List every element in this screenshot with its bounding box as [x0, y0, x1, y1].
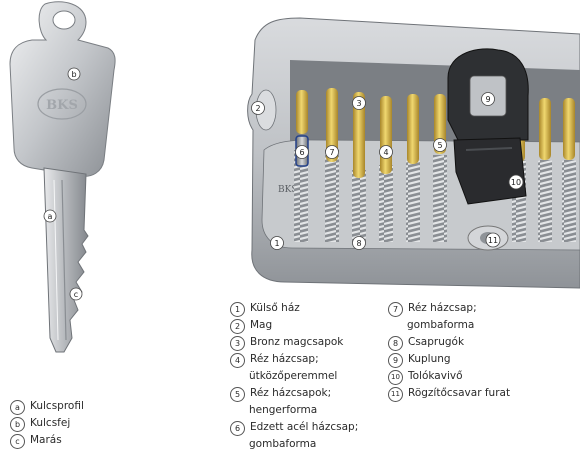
legend-item-b: b Kulcsfej: [10, 415, 84, 432]
legend-item-1: 1 Külső ház: [230, 300, 358, 317]
legend-text: Kulcsfej: [30, 417, 71, 429]
svg-text:9: 9: [485, 95, 490, 104]
legend-text-cont: gombaforma: [249, 438, 317, 450]
legend-badge: 1: [230, 302, 245, 317]
legend-badge: 3: [230, 336, 245, 351]
key-callout-c: c: [69, 287, 83, 301]
pin-springs: [294, 150, 576, 242]
key-logo: BKS: [37, 88, 87, 120]
legend-badge: 11: [388, 387, 403, 402]
cylinder-legend-col1: 1 Külső ház 2 Mag 3 Bronz magcsapok 4 Ré…: [230, 300, 358, 453]
legend-text-cont: ütközőperemmel: [249, 370, 338, 382]
cylinder-callout-4: 4: [379, 145, 393, 159]
svg-text:2: 2: [255, 104, 260, 113]
legend-item-5: 5 Réz házcsapok;: [230, 385, 358, 402]
cylinder-legend-col2: 7 Réz házcsap; gombaforma 8 Csaprugók 9 …: [388, 300, 510, 402]
legend-text: Marás: [30, 434, 62, 446]
legend-item-9: 9 Kuplung: [388, 351, 510, 368]
legend-badge: 4: [230, 353, 245, 368]
legend-text: Mag: [250, 319, 273, 331]
legend-text: Réz házcsapok;: [250, 387, 332, 399]
cylinder-callout-6: 6: [295, 145, 309, 159]
legend-badge: 10: [388, 370, 403, 385]
svg-text:5: 5: [437, 141, 442, 150]
legend-item-7: 7 Réz házcsap;: [388, 300, 510, 317]
legend-text: Réz házcsap;: [408, 302, 477, 314]
key-bow-hole: [52, 10, 76, 30]
cylinder-callout-10: 10: [508, 174, 524, 190]
legend-text: Bronz magcsapok: [250, 336, 344, 348]
cylinder-callout-8: 8: [352, 236, 366, 250]
illustration: BKS b a c BKS: [9, 1, 580, 353]
key-legend: a Kulcsprofil b Kulcsfej c Marás: [10, 398, 84, 449]
svg-text:4: 4: [383, 148, 388, 157]
svg-text:6: 6: [299, 148, 304, 157]
legend-text: Kuplung: [408, 353, 451, 365]
legend-item-8: 8 Csaprugók: [388, 334, 510, 351]
cylinder: BKS: [247, 17, 580, 289]
cylinder-callout-5: 5: [433, 138, 447, 152]
legend-item-2: 2 Mag: [230, 317, 358, 334]
legend-text-cont: hengerforma: [249, 404, 318, 416]
key-brand-text: BKS: [46, 98, 78, 113]
legend-badge: 8: [388, 336, 403, 351]
legend-text: Tolókavivő: [408, 370, 463, 382]
legend-text: Csaprugók: [408, 336, 465, 348]
legend-text: Edzett acél házcsap;: [250, 421, 359, 433]
svg-text:1: 1: [274, 239, 279, 248]
legend-item-6: 6 Edzett acél házcsap;: [230, 419, 358, 436]
cylinder-callout-3: 3: [352, 96, 366, 110]
svg-text:b: b: [71, 70, 76, 79]
legend-text-cont: gombaforma: [407, 319, 475, 331]
key: BKS b a c: [9, 1, 116, 353]
legend-item-3: 3 Bronz magcsapok: [230, 334, 358, 351]
legend-badge: 6: [230, 421, 245, 436]
legend-item-10: 10 Tolókavivő: [388, 368, 510, 385]
legend-badge: c: [10, 434, 25, 449]
key-callout-a: a: [43, 209, 57, 223]
svg-text:c: c: [74, 290, 78, 299]
cylinder-callout-1: 1: [270, 236, 284, 250]
svg-text:7: 7: [329, 148, 334, 157]
legend-badge: b: [10, 417, 25, 432]
legend-item-c: c Marás: [10, 432, 84, 449]
legend-badge: 2: [230, 319, 245, 334]
cylinder-callout-2: 2: [251, 101, 265, 115]
svg-text:3: 3: [356, 99, 361, 108]
legend-text: Rögzítőcsavar furat: [408, 387, 511, 399]
cylinder-core: [261, 139, 580, 251]
cylinder-brand-text: BKS: [278, 185, 298, 195]
key-callout-b: b: [67, 67, 81, 81]
cylinder-callout-7: 7: [325, 145, 339, 159]
svg-text:a: a: [48, 212, 53, 221]
legend-item-11: 11 Rögzítőcsavar furat: [388, 385, 510, 402]
svg-text:10: 10: [511, 178, 521, 187]
legend-badge: 5: [230, 387, 245, 402]
svg-text:8: 8: [356, 239, 361, 248]
legend-badge: 7: [388, 302, 403, 317]
legend-text: Kulcsprofil: [30, 400, 84, 412]
legend-text: Réz házcsap;: [250, 353, 319, 365]
legend-badge: 9: [388, 353, 403, 368]
cylinder-callout-9: 9: [481, 92, 495, 106]
legend-badge: a: [10, 400, 25, 415]
legend-item-4: 4 Réz házcsap;: [230, 351, 358, 368]
brass-pins: [296, 88, 575, 178]
svg-text:11: 11: [488, 236, 498, 245]
legend-item-a: a Kulcsprofil: [10, 398, 84, 415]
cylinder-callout-11: 11: [485, 232, 501, 248]
legend-text: Külső ház: [250, 302, 300, 314]
